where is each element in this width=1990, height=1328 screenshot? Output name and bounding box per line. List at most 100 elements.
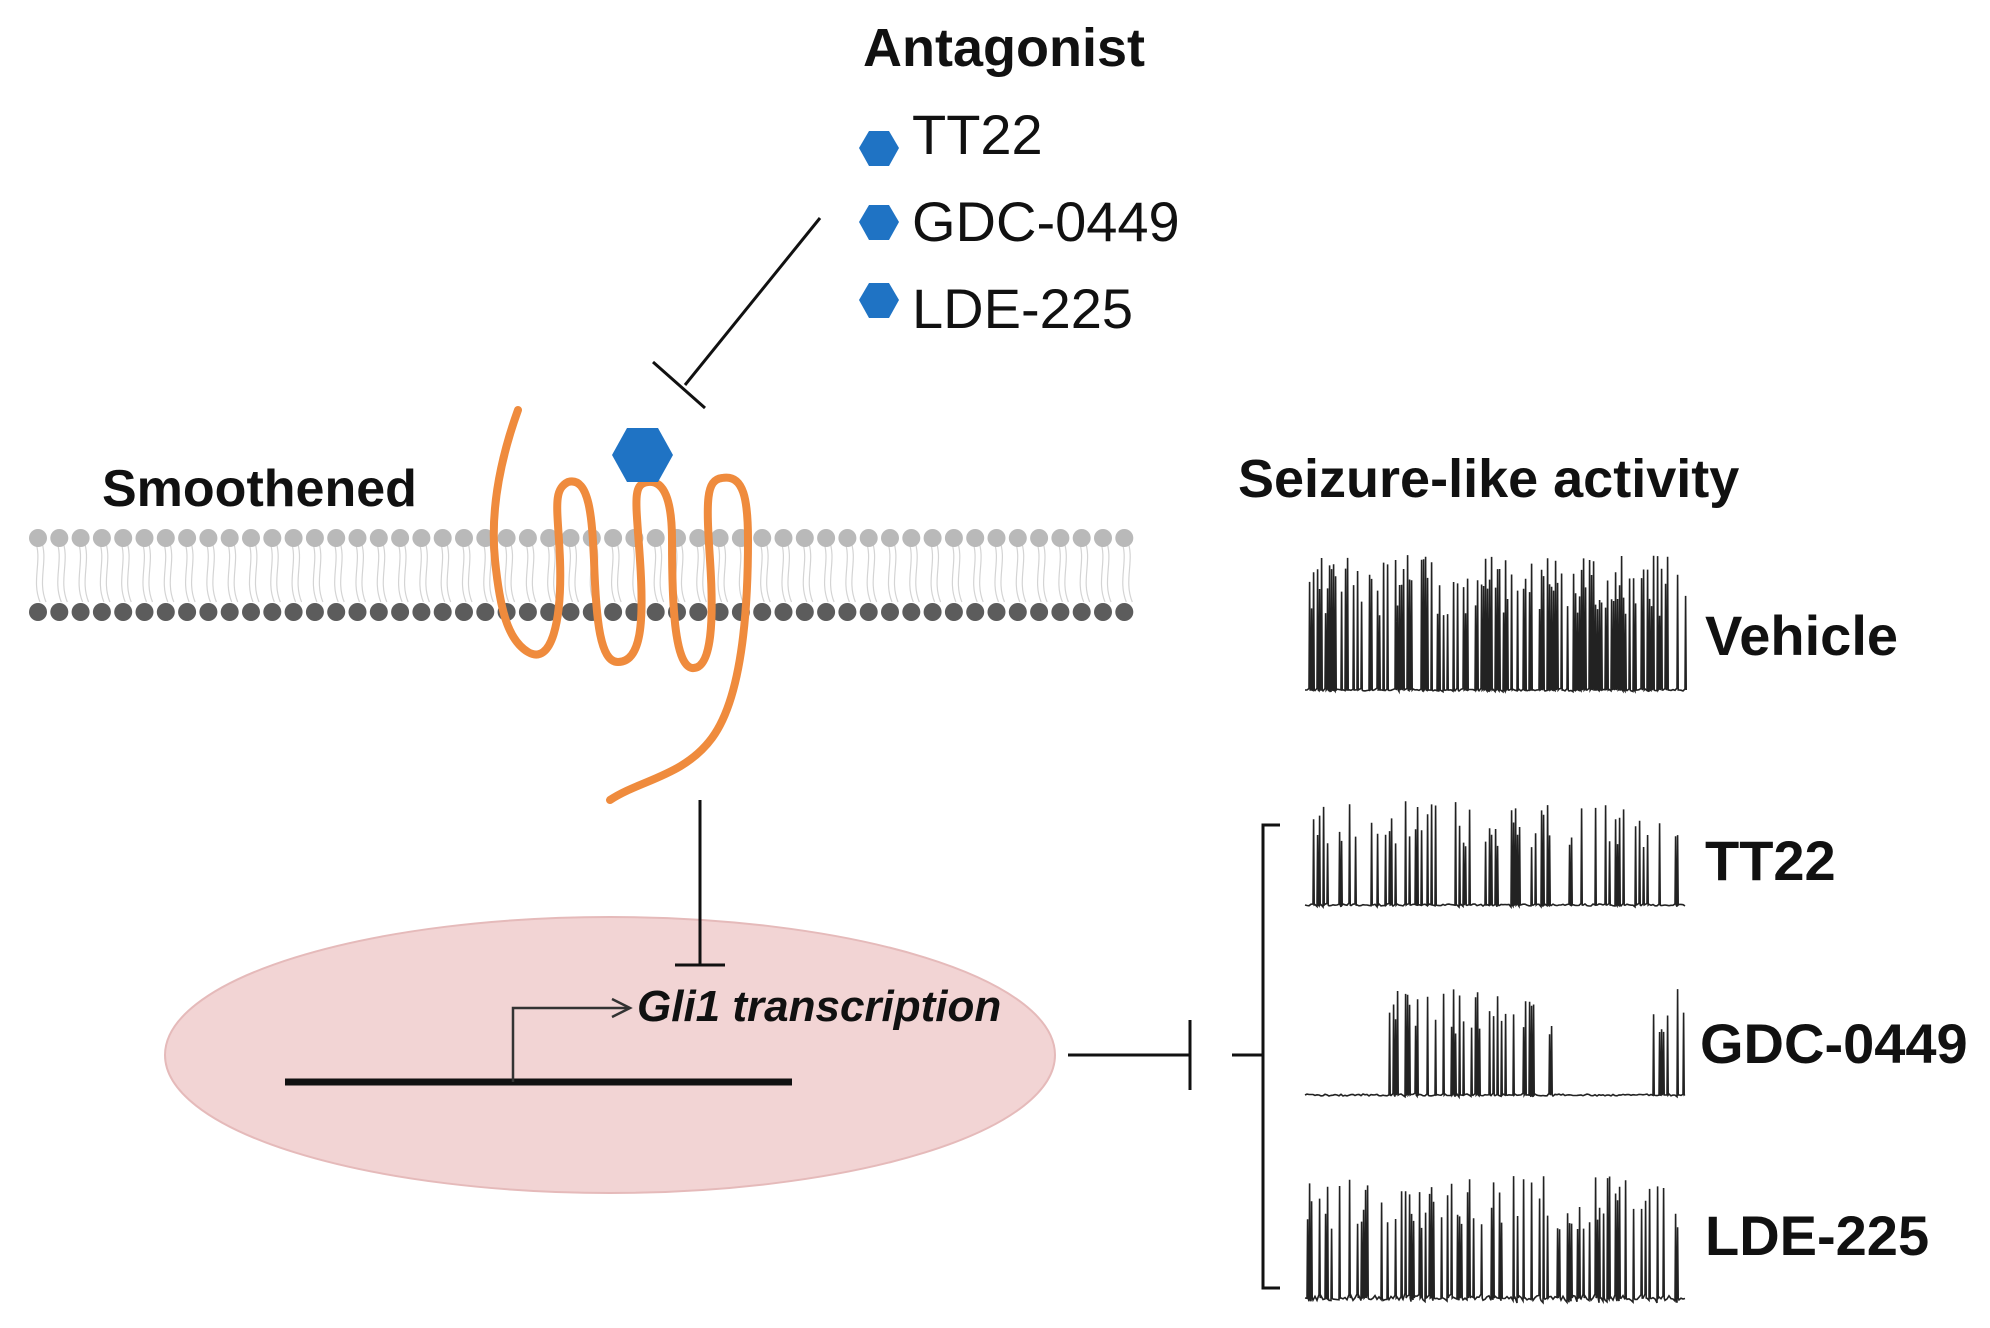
lipid-head-lower [774,603,793,621]
lipid-head-lower [156,603,175,621]
lipid-head-lower [753,603,772,621]
cell-membrane [29,529,1134,621]
lipid-head-upper [284,529,303,547]
lipid-tail [1014,539,1027,603]
lipid-head-lower [1072,603,1091,621]
lipid-head-upper [966,529,985,547]
lipid-head-upper [987,529,1006,547]
lipid-head-upper [1030,529,1049,547]
lipid-head-lower [987,603,1006,621]
lipid-head-lower [881,603,899,621]
lipid-head-lower [50,603,69,621]
lipid-head-upper [92,529,111,547]
lipid-tail [1035,539,1048,603]
lipid-head-upper [689,529,708,547]
lipid-head-lower [433,603,452,621]
lipid-head-lower [518,603,537,621]
treatment-bracket [1261,823,1280,1290]
lipid-head-upper [859,529,878,547]
lipid-tail [992,539,1006,603]
lipid-head-upper [455,529,473,547]
lipid-tail [77,539,90,603]
lipid-head-lower [838,603,857,621]
lipid-head-lower [795,603,814,621]
lipid-tail [396,539,409,603]
lipid-head-upper [497,529,516,547]
antagonist-inhibition-bar [652,360,706,410]
lipid-tail [524,539,537,603]
lipid-head-upper [540,529,559,547]
lipid-head-lower [1051,603,1070,621]
lipid-head-upper [29,529,47,547]
tt22-eeg-trace [1304,801,1686,910]
lipid-head-upper [604,529,623,547]
lipid-head-upper [199,529,218,547]
lipid-head-lower [1030,603,1049,621]
lipid-head-upper [561,529,580,547]
trace-label-lde-225: LDE-225 [1705,1204,1929,1267]
lipid-tail [332,539,345,603]
lipid-head-upper [178,529,197,547]
lipid-tail [460,539,473,603]
lipid-head-upper [242,529,260,547]
lipid-tail [716,539,729,603]
lipid-tail [34,539,47,603]
lipid-head-lower [902,603,921,621]
lipid-tail [1099,539,1112,603]
lipid-head-upper [305,529,324,547]
lipid-tail [1120,539,1133,603]
lipid-head-upper [923,529,942,547]
lipid-head-lower [242,603,260,621]
antagonist-hexagon-icon [859,205,899,240]
lipid-head-upper [1072,529,1091,547]
lipid-tail [950,539,963,603]
lipid-head-upper [327,529,346,547]
activity-title: Seizure-like activity [1238,449,1739,509]
lipid-head-lower [476,603,495,621]
lipid-head-lower [817,603,836,621]
lipid-tail [311,539,324,603]
lipid-tail [119,539,132,603]
antagonist-inhibition-line [683,217,822,386]
lipid-head-lower [455,603,473,621]
lipid-head-lower [859,603,878,621]
lde-225-eeg-trace [1304,1176,1686,1305]
lipid-tail [439,539,452,603]
lipid-tail [204,539,217,603]
gli1-transcription-label: Gli1 transcription [637,982,1001,1031]
lipid-head-lower [646,603,665,621]
lipid-head-upper [646,529,665,547]
lipid-head-lower [135,603,154,621]
lipid-tail [1078,539,1091,603]
antagonist-item-tt22: TT22 [912,103,1043,166]
transcription-start-arrow [511,1006,628,1082]
lipid-head-lower [923,603,942,621]
transcription-arrowhead-icon [611,997,633,1019]
lipid-tail [226,539,239,603]
lipid-tail [758,539,771,603]
lipid-tail [779,539,793,603]
lipid-head-upper [817,529,836,547]
lipid-head-lower [92,603,111,621]
trace-label-tt22: TT22 [1705,829,1836,892]
lipid-head-lower [944,603,963,621]
lipid-tail [907,539,920,603]
lipid-head-upper [774,529,793,547]
nucleus [164,916,1056,1194]
lipid-head-upper [114,529,133,547]
lipid-head-lower [1008,603,1027,621]
lipid-tail [268,539,281,603]
lipid-tail [843,539,856,603]
lipid-tail [566,539,580,603]
lipid-tail [886,539,899,603]
antagonist-hexagon-icon [859,131,899,166]
lipid-head-upper [944,529,963,547]
antagonist-title: Antagonist [863,18,1145,78]
antagonist-hexagon-icon [859,283,899,318]
lipid-tail [971,539,984,603]
lipid-tail [801,539,814,603]
lipid-tail [503,539,516,603]
lipid-head-upper [1115,529,1134,547]
lipid-head-upper [881,529,899,547]
